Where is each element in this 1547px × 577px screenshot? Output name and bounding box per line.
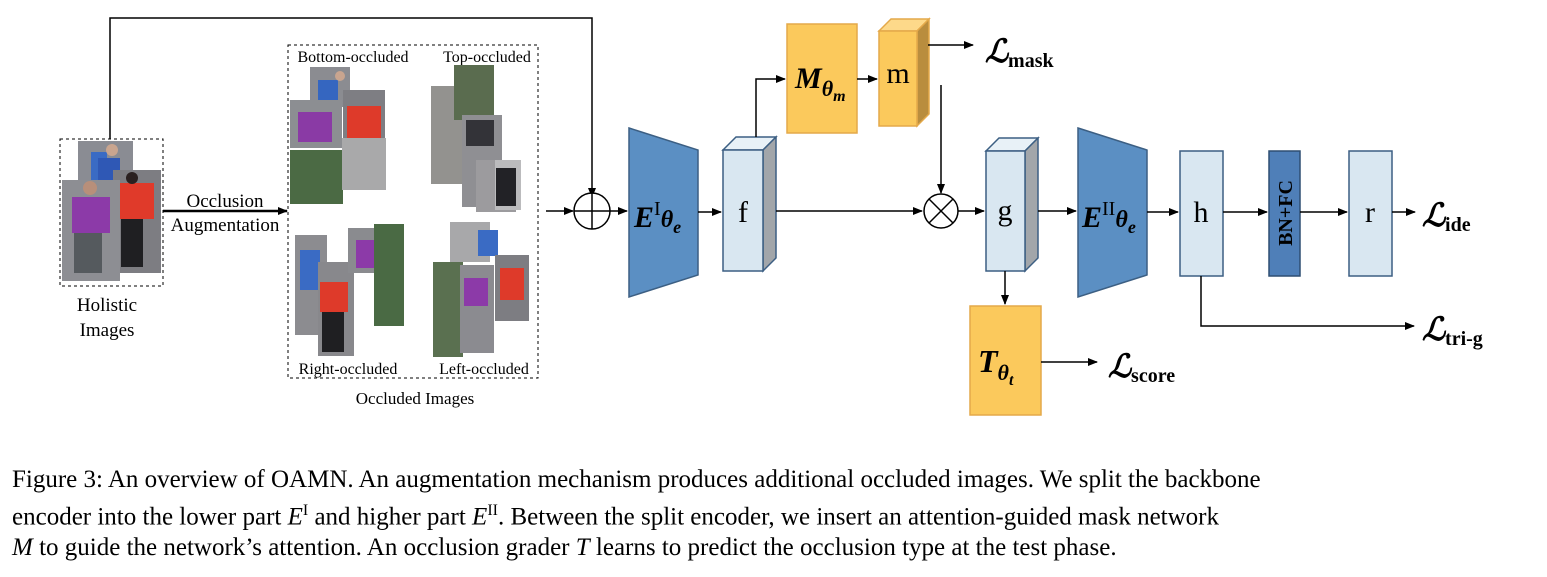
tensor-h-label: h	[1194, 196, 1209, 229]
tensor-m-box	[877, 17, 931, 128]
right-occluded-images	[295, 224, 404, 356]
occlusion-label-line1: Occlusion	[186, 191, 264, 212]
occlusion-grader-label: Tθt	[978, 343, 1014, 389]
top-occluded-images	[431, 65, 521, 212]
holistic-label-line2: Images	[80, 320, 135, 341]
top-occluded-label: Top-occluded	[443, 49, 531, 66]
tensor-g-label: g	[998, 194, 1013, 227]
encoder-higher-label: EIIθe	[1081, 198, 1136, 237]
loss-mask-label: ℒmask	[985, 33, 1054, 72]
encoder-lower-block	[628, 126, 699, 299]
tensor-r-label: r	[1365, 196, 1375, 229]
sum-operator	[573, 192, 611, 230]
left-occluded-images	[433, 222, 529, 357]
bottom-occluded-images	[290, 67, 386, 204]
multiply-operator	[923, 193, 959, 229]
holistic-images	[59, 138, 164, 287]
loss-ide-label: ℒide	[1422, 197, 1471, 236]
tensor-g-box	[984, 136, 1040, 273]
loss-score-label: ℒscore	[1108, 348, 1175, 387]
left-occluded-label: Left-occluded	[439, 361, 529, 378]
occluded-images-label: Occluded Images	[356, 389, 474, 408]
caption-line-3: M to guide the network’s attention. An o…	[12, 534, 1117, 562]
mask-network-block	[786, 23, 858, 134]
tensor-r-box	[1348, 150, 1393, 277]
mask-network-label: Mθm	[794, 62, 846, 105]
figure-caption: Figure 3: An overview of OAMN. An augmen…	[12, 464, 1537, 563]
occluded-images-box	[287, 44, 539, 379]
right-occluded-label: Right-occluded	[299, 361, 398, 378]
bn-fc-block	[1268, 150, 1301, 277]
encoder-higher-block	[1077, 126, 1148, 299]
tensor-m-label: m	[886, 57, 909, 90]
oamn-diagram: Holistic Images Occlusion Augmentation B…	[59, 17, 1483, 416]
tensor-f-label: f	[738, 196, 748, 229]
skip-connection-arrow	[109, 17, 596, 198]
occlusion-grader-block	[969, 305, 1042, 416]
bottom-occluded-label: Bottom-occluded	[297, 49, 408, 66]
caption-line-2: encoder into the lower part EI and highe…	[12, 502, 1219, 531]
h-to-triplet-loss-arrow	[1200, 276, 1415, 330]
holistic-label-line1: Holistic	[77, 295, 137, 316]
loss-tri-g-label: ℒtri-g	[1422, 311, 1483, 350]
caption-line-1: Figure 3: An overview of OAMN. An augmen…	[12, 466, 1261, 493]
f-to-mask-net-arrow	[755, 75, 786, 137]
tensor-f-box	[721, 135, 778, 273]
encoder-lower-label: EIθe	[633, 198, 681, 237]
bn-fc-label: BN+FC	[1275, 180, 1297, 246]
occlusion-label-line2: Augmentation	[171, 215, 280, 236]
